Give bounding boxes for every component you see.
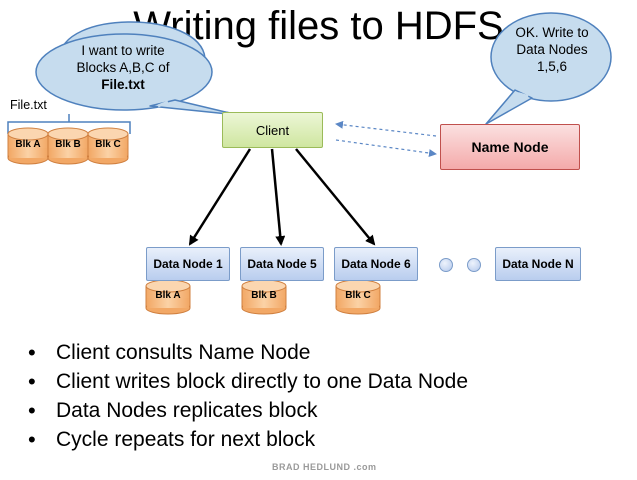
client-bubble-line-2: Blocks A,B,C of	[76, 60, 170, 75]
client-node: Client	[222, 112, 323, 148]
name-node: Name Node	[440, 124, 580, 170]
block-cylinder-icon	[335, 279, 381, 315]
data-node-n: Data Node N	[495, 247, 581, 281]
block-cylinder-icon	[47, 127, 89, 165]
data-node-label: Data Node 5	[247, 257, 317, 271]
arrow-icon	[188, 148, 252, 246]
namenode-bubble-line-1: OK. Write to	[515, 25, 589, 40]
data-node-label: Data Node N	[502, 257, 574, 271]
datanode-block-label-a: Blk A	[155, 290, 181, 301]
namenode-bubble-ellipse	[490, 12, 612, 102]
data-node-6: Data Node 6	[334, 247, 418, 281]
bullet-list: Client consults Name Node Client writes …	[28, 338, 468, 454]
arrow-icon	[270, 148, 286, 246]
bullet-item: Cycle repeats for next block	[28, 425, 468, 454]
arrow-icon	[295, 148, 376, 246]
arrow-icon	[335, 139, 437, 157]
block-cylinder-icon	[241, 279, 287, 315]
block-cylinder-icon	[87, 127, 129, 165]
namenode-bubble-line-2: Data Nodes	[516, 42, 588, 57]
bullet-item: Client consults Name Node	[28, 338, 468, 367]
bullet-item: Data Nodes replicates block	[28, 396, 468, 425]
file-block-label-a: Blk A	[15, 139, 41, 150]
data-node-label: Data Node 1	[153, 257, 223, 271]
ellipsis-dot-icon	[467, 258, 481, 272]
data-node-5: Data Node 5	[240, 247, 324, 281]
file-name-label: File.txt	[10, 98, 47, 112]
client-bubble-ellipse	[35, 33, 213, 111]
arrow-icon	[335, 120, 437, 137]
ellipsis-dot-icon	[439, 258, 453, 272]
namenode-bubble-text: OK. Write to Data Nodes 1,5,6	[502, 24, 602, 75]
watermark: BRAD HEDLUND .com	[272, 462, 377, 472]
namenode-label: Name Node	[471, 139, 549, 155]
client-bubble-text: I want to write Blocks A,B,C of File.txt	[48, 42, 198, 93]
namenode-bubble-line-3: 1,5,6	[536, 59, 568, 74]
file-block-label-b: Blk B	[55, 139, 81, 150]
client-label: Client	[255, 122, 290, 138]
client-bubble-line-1: I want to write	[81, 43, 165, 58]
data-node-label: Data Node 6	[341, 257, 411, 271]
client-bubble-line-3: File.txt	[101, 77, 145, 92]
datanode-block-label-c: Blk C	[345, 290, 371, 301]
data-node-1: Data Node 1	[146, 247, 230, 281]
bullet-item: Client writes block directly to one Data…	[28, 367, 468, 396]
file-bracket	[7, 114, 131, 134]
datanode-block-label-b: Blk B	[251, 290, 277, 301]
file-block-label-c: Blk C	[95, 139, 121, 150]
file-block-cylinders	[7, 127, 129, 165]
